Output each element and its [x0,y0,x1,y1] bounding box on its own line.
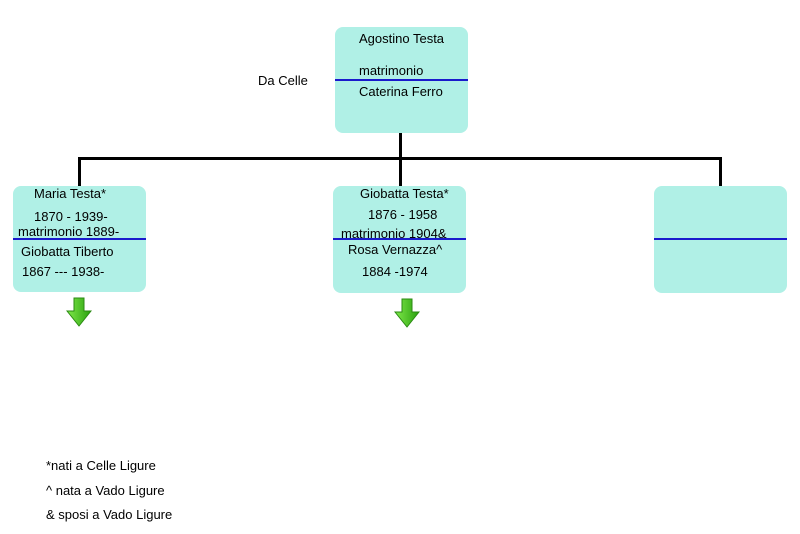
root-separator [335,79,468,81]
child-1-dates: 1870 - 1939- [34,209,108,224]
root-person-box[interactable]: Agostino Testa matrimonio Caterina Ferro [335,27,468,133]
child-2-spouse: Rosa Vernazza^ [348,242,443,257]
child-2-dates: 1876 - 1958 [368,207,438,222]
legend-note-2: ^ nata a Vado Ligure [46,483,165,498]
child-1-name: Maria Testa* [34,186,107,201]
root-down-connector [399,131,402,158]
child-box-2[interactable]: Giobatta Testa* 1876 - 1958 matrimonio 1… [333,186,466,293]
child-box-1[interactable]: Maria Testa* 1870 - 1939- matrimonio 188… [13,186,146,292]
child-box-3[interactable] [654,186,787,293]
descendants-arrow-icon[interactable] [66,297,92,327]
child-1-separator [13,238,146,240]
child-1-marriage: matrimonio 1889- [18,224,120,239]
child-3-separator [654,238,787,240]
child-2-name: Giobatta Testa* [360,186,449,201]
child-2-connector [399,157,402,187]
child-1-spouse: Giobatta Tiberto [21,244,114,259]
child-2-marriage: matrimonio 1904& [341,226,447,241]
child-2-spouse-dates: 1884 -1974 [362,264,428,279]
root-name: Agostino Testa [359,31,445,46]
child-1-connector [78,157,81,187]
origin-label: Da Celle [258,73,308,88]
root-marriage: matrimonio [359,63,424,78]
root-spouse: Caterina Ferro [359,84,443,99]
child-1-spouse-dates: 1867 --- 1938- [22,264,105,279]
child-3-connector [719,157,722,187]
descendants-arrow-icon[interactable] [394,298,420,328]
legend-note-3: & sposi a Vado Ligure [46,507,173,522]
child-2-separator [333,238,466,240]
legend-note-1: *nati a Celle Ligure [46,458,156,473]
